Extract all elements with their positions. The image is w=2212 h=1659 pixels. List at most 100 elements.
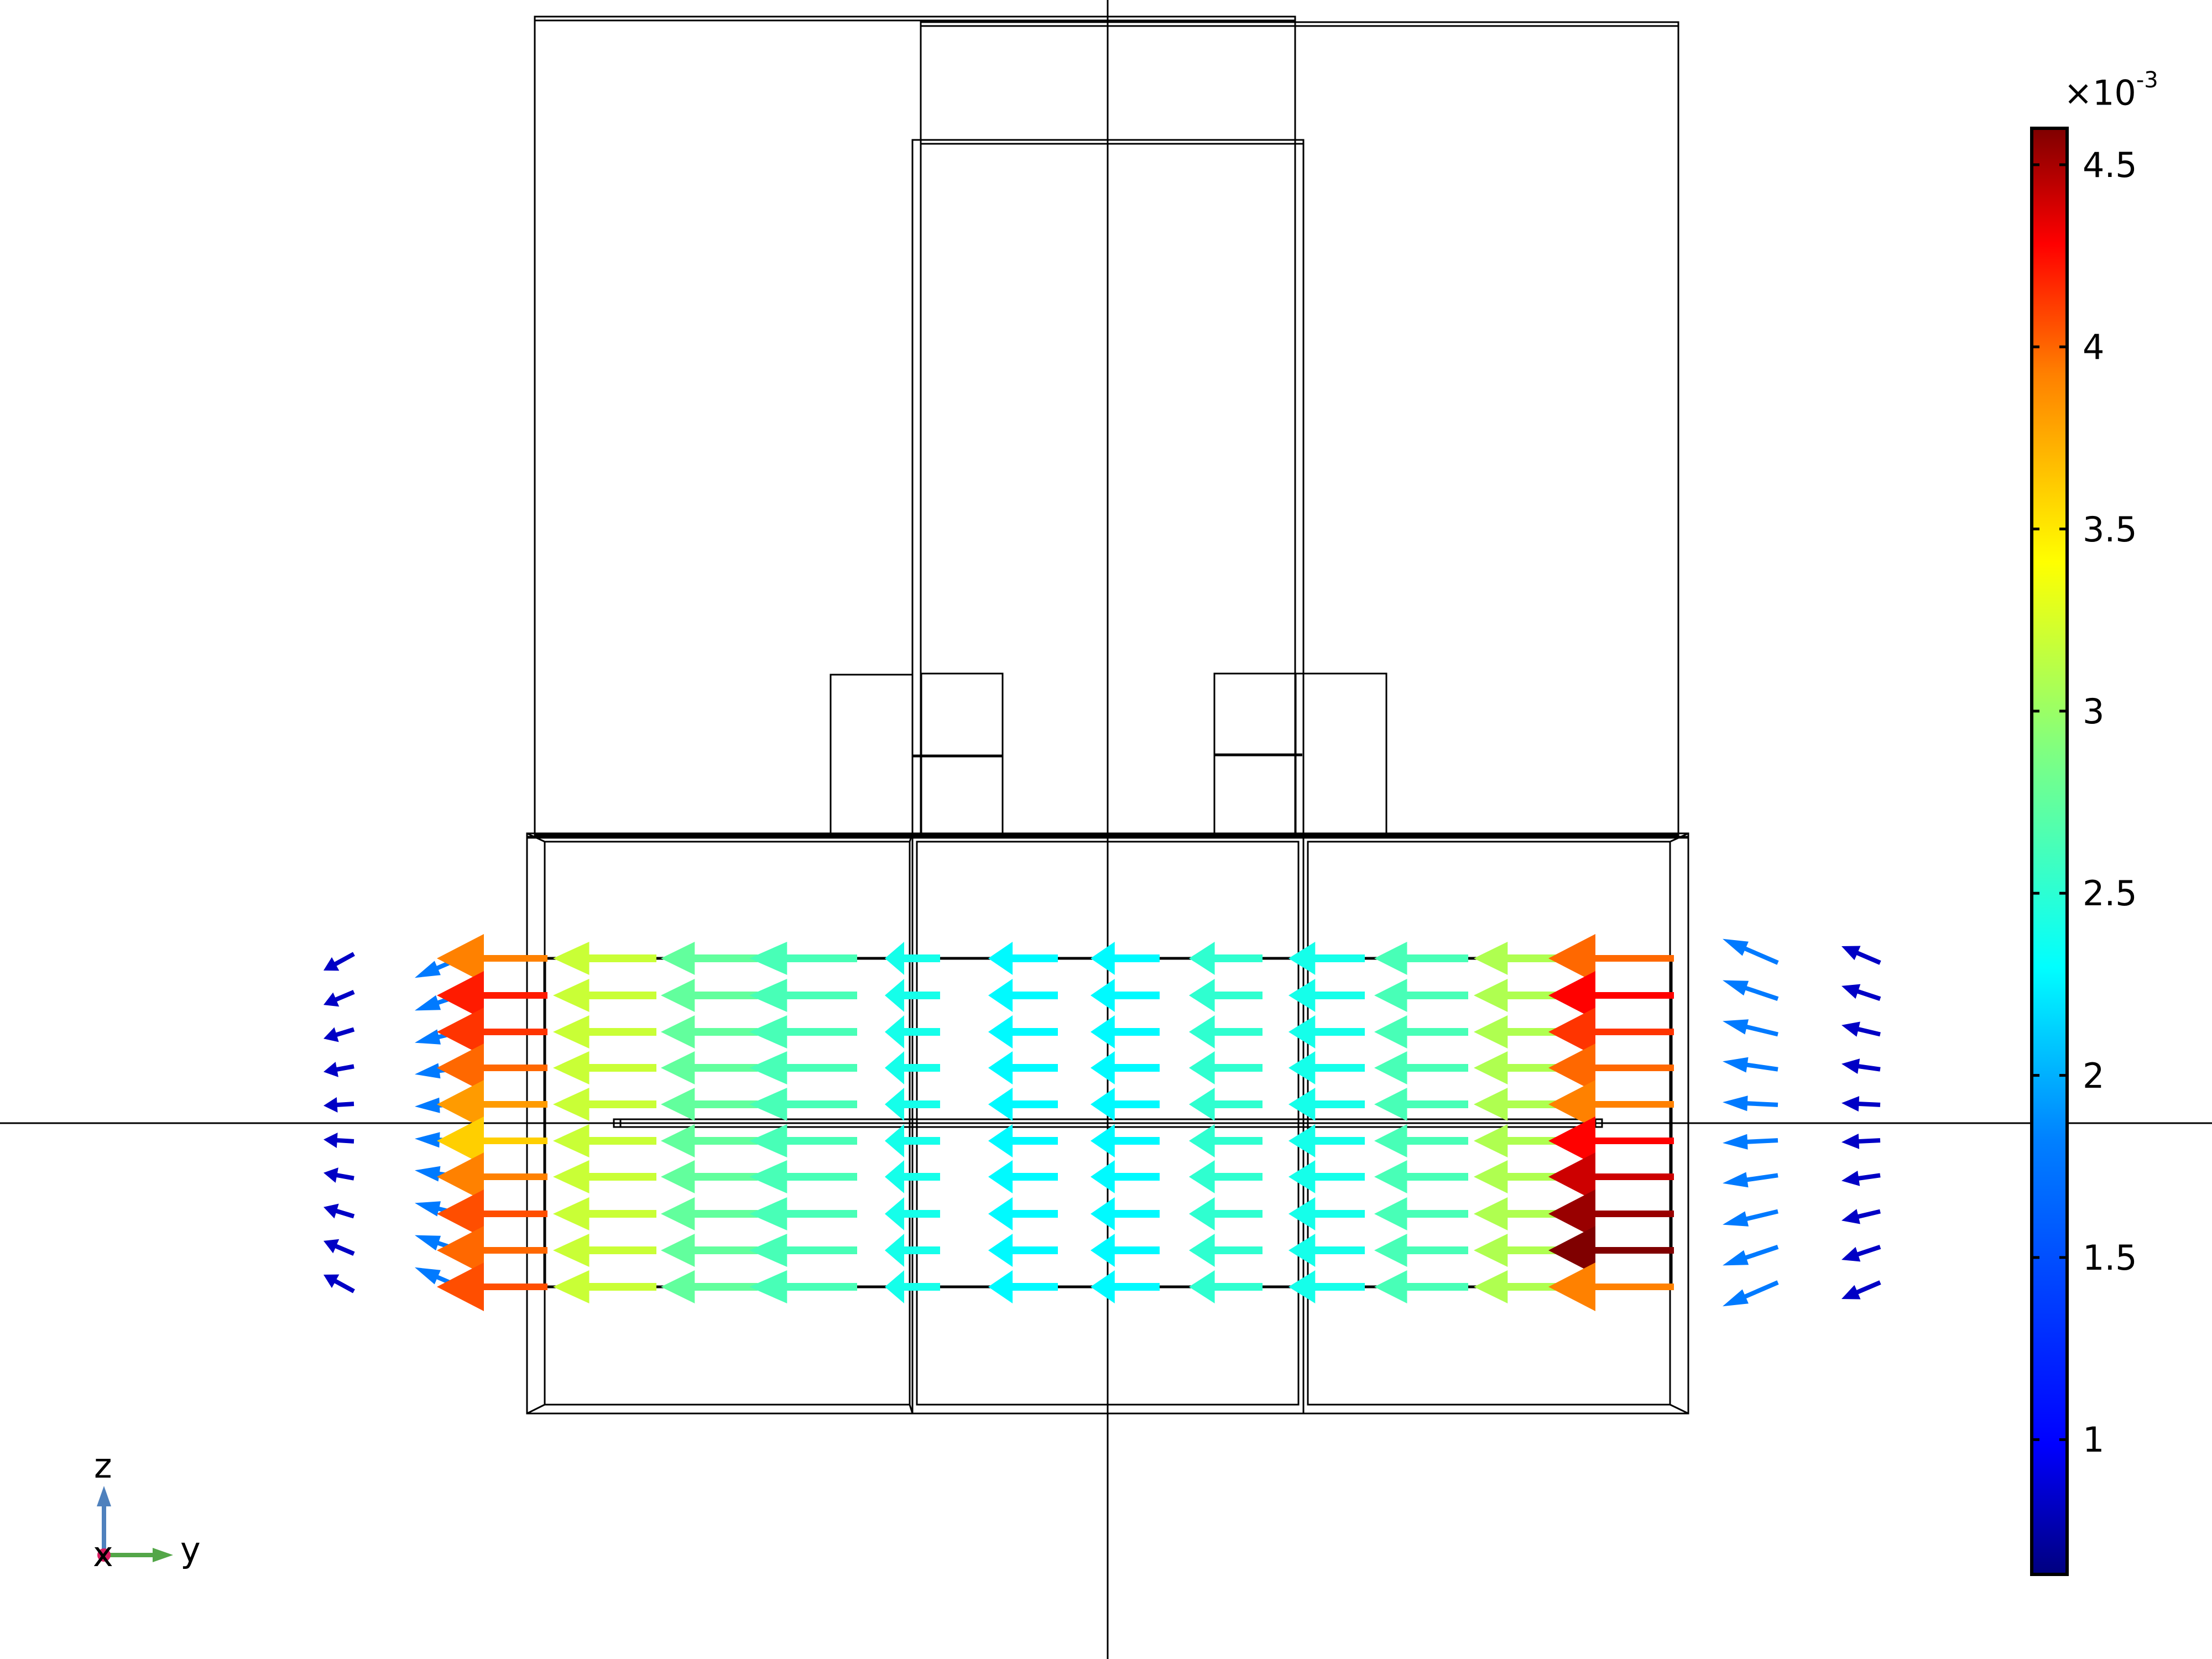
field-arrow-icon — [1288, 1088, 1365, 1121]
field-arrow-icon — [1548, 1226, 1674, 1275]
field-arrow-icon — [1189, 942, 1262, 975]
field-arrow-icon — [661, 1015, 758, 1048]
field-arrow-icon — [988, 1088, 1058, 1121]
field-arrow-icon — [1091, 979, 1160, 1012]
field-arrow-icon — [1288, 1234, 1365, 1267]
field-arrow-icon — [749, 942, 857, 975]
field-arrow-icon — [885, 1051, 940, 1084]
field-arrow-icon — [1091, 1015, 1160, 1048]
field-arrow-icon — [324, 1027, 355, 1042]
field-arrow-icon — [1288, 1197, 1365, 1230]
field-arrow-icon — [553, 1015, 656, 1048]
field-arrow-icon — [1723, 1095, 1778, 1112]
field-arrow-icon — [1189, 1270, 1262, 1303]
field-arrow-icon — [749, 1124, 857, 1157]
field-arrow-icon — [1548, 1008, 1674, 1056]
axis-triad — [97, 1486, 173, 1562]
field-arrow-icon — [749, 1088, 857, 1121]
field-arrow-icon — [885, 1015, 940, 1048]
field-arrow-icon — [1288, 1015, 1365, 1048]
field-arrow-icon — [1841, 1134, 1881, 1149]
field-arrow-icon — [1374, 1197, 1468, 1230]
field-arrow-icon — [1841, 946, 1881, 965]
field-arrow-icon — [988, 1234, 1058, 1267]
field-arrow-icon — [437, 1190, 547, 1238]
field-arrow-icon — [988, 1160, 1058, 1193]
field-arrow-icon — [1474, 979, 1571, 1012]
field-arrow-icon — [1548, 1117, 1674, 1165]
right-block-outer — [1295, 672, 1387, 838]
field-arrow-icon — [1189, 1015, 1262, 1048]
field-arrow-icon — [324, 1062, 354, 1077]
field-arrow-icon — [1189, 1234, 1262, 1267]
field-arrow-icon — [1091, 942, 1160, 975]
field-arrow-icon — [1189, 979, 1262, 1012]
field-arrow-icon — [1091, 1234, 1160, 1267]
field-arrow-icon — [1548, 1080, 1674, 1129]
field-arrow-icon — [661, 1234, 758, 1267]
colorbar-tick-label: 4 — [2083, 327, 2105, 368]
field-arrow-icon — [1474, 1160, 1571, 1193]
field-arrow-icon — [1723, 1172, 1778, 1188]
field-arrow-icon — [1091, 1051, 1160, 1084]
field-arrow-icon — [1374, 979, 1468, 1012]
y-arrow-head-icon — [153, 1548, 173, 1562]
field-arrow-icon — [553, 1160, 656, 1193]
field-arrow-icon — [749, 1197, 857, 1230]
field-arrow-icon — [1288, 1051, 1365, 1084]
colorbar-ticks — [2033, 163, 2065, 1441]
field-arrow-icon — [749, 1160, 857, 1193]
field-arrow-icon — [553, 1270, 656, 1303]
field-arrow-icon — [324, 1167, 354, 1183]
field-arrow-icon — [1723, 1134, 1778, 1150]
field-arrow-icon — [988, 1197, 1058, 1230]
field-arrow-icon — [661, 942, 758, 975]
field-arrow-icon — [1374, 1124, 1468, 1157]
field-arrow-icon — [437, 1226, 547, 1275]
field-arrow-icon — [661, 1197, 758, 1230]
field-arrow-icon — [1288, 1124, 1365, 1157]
x-axis-dot-icon — [97, 1548, 111, 1562]
field-arrow-icon — [885, 942, 940, 975]
field-arrow-icon — [1548, 1044, 1674, 1092]
field-arrow-icon — [661, 1088, 758, 1121]
field-arrow-icon — [324, 1274, 355, 1293]
field-arrow-icon — [1723, 1019, 1778, 1037]
field-arrow-icon — [437, 1117, 547, 1165]
field-arrow-icon — [324, 990, 355, 1007]
field-arrow-icon — [1189, 1160, 1262, 1193]
field-arrow-icon — [1288, 979, 1365, 1012]
field-arrow-icon — [885, 1088, 940, 1121]
z-arrow-head-icon — [97, 1486, 111, 1506]
field-arrow-icon — [1723, 1057, 1778, 1073]
field-arrow-icon — [437, 1152, 547, 1201]
field-arrow-icon — [1723, 1209, 1778, 1227]
field-arrow-icon — [1091, 1270, 1160, 1303]
colorbar-multiplier: ×10-3 — [2064, 69, 2158, 113]
field-arrow-icon — [1474, 1015, 1571, 1048]
field-arrow-icon — [988, 1051, 1058, 1084]
field-arrow-icon — [1189, 1197, 1262, 1230]
colorbar-multiplier-base: ×10 — [2064, 72, 2136, 113]
colorbar-tick-label: 2.5 — [2083, 873, 2137, 914]
field-arrow-icon — [988, 1015, 1058, 1048]
arrow-field — [324, 934, 1881, 1311]
field-arrow-icon — [885, 1234, 940, 1267]
colorbar — [2030, 127, 2069, 1576]
field-arrow-icon — [1474, 1051, 1571, 1084]
field-arrow-icon — [1374, 1051, 1468, 1084]
field-arrow-icon — [749, 1234, 857, 1267]
field-arrow-icon — [324, 1133, 354, 1148]
field-arrow-icon — [885, 1160, 940, 1193]
field-arrow-icon — [1091, 1124, 1160, 1157]
field-arrow-icon — [1841, 1245, 1881, 1262]
field-arrow-icon — [553, 1197, 656, 1230]
colorbar-tick-label: 1 — [2083, 1420, 2105, 1460]
field-arrow-icon — [553, 1051, 656, 1084]
field-arrow-icon — [1548, 1190, 1674, 1238]
field-arrow-icon — [553, 942, 656, 975]
colorbar-tick-label: 4.5 — [2083, 144, 2137, 185]
field-arrow-icon — [1288, 1270, 1365, 1303]
field-arrow-icon — [661, 979, 758, 1012]
